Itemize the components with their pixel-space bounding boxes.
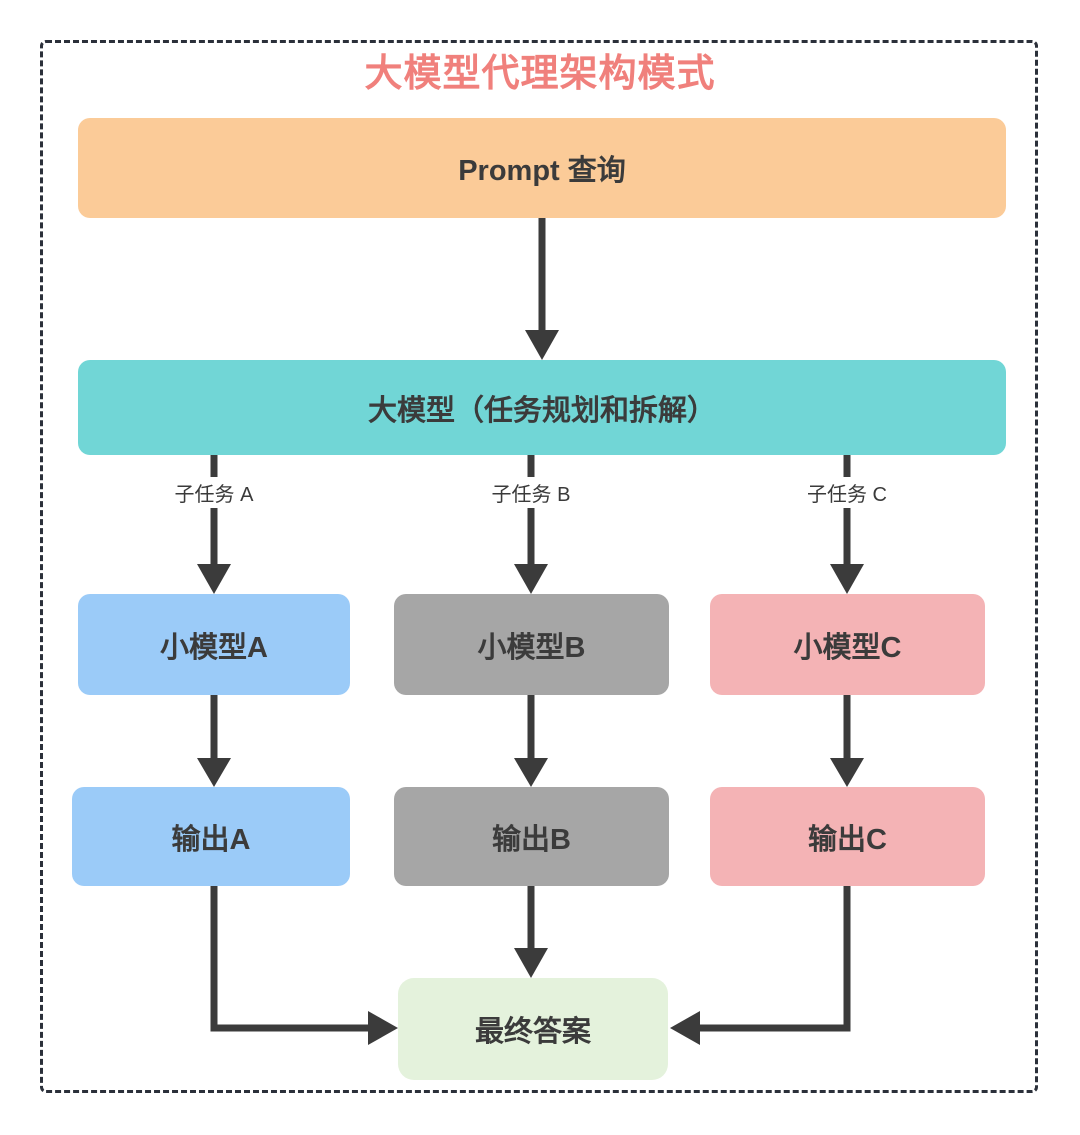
edge-label-subtask-c: 子任务 C: [801, 477, 893, 508]
node-final-answer: 最终答案: [398, 978, 668, 1080]
node-small-model-b: 小模型B: [394, 594, 669, 695]
diagram-title: 大模型代理架构模式: [364, 53, 716, 95]
node-small-model-c: 小模型C: [710, 594, 985, 695]
node-output-c: 输出C: [710, 787, 985, 886]
edge-label-subtask-b: 子任务 B: [485, 477, 577, 508]
node-prompt-query: Prompt 查询: [78, 118, 1006, 218]
dashed-frame: [40, 40, 1038, 1093]
node-small-model-a: 小模型A: [78, 594, 350, 695]
node-llm-planner: 大模型（任务规划和拆解）: [78, 360, 1006, 455]
edge-label-subtask-a: 子任务 A: [168, 477, 260, 508]
node-output-b: 输出B: [394, 787, 669, 886]
node-output-a: 输出A: [72, 787, 350, 886]
